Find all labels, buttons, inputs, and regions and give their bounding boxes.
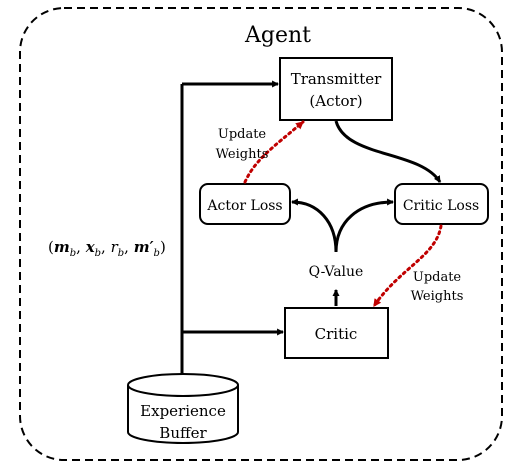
experience-buffer-node: Experience Buffer xyxy=(127,373,239,444)
transmitter-to-critic-loss-arrow xyxy=(334,120,442,183)
agent-title: Agent xyxy=(244,23,311,48)
critic-loss-label: Critic Loss xyxy=(403,198,479,214)
qvalue-to-actor-loss-arrow xyxy=(290,198,338,253)
critic-label: Critic xyxy=(315,325,358,343)
qvalue-to-critic-loss-arrow xyxy=(334,198,395,253)
buffer-label: Experience xyxy=(140,402,226,420)
critic-update-weights-arrow xyxy=(372,224,443,308)
actor-update-weights-arrow xyxy=(243,120,305,184)
actor-loss-label: Actor Loss xyxy=(206,198,282,214)
q-value-label: Q-Value xyxy=(309,264,364,280)
buffer-sublabel: Buffer xyxy=(159,424,207,442)
critic-node: Critic xyxy=(284,307,389,359)
transmitter-sublabel: (Actor) xyxy=(309,92,362,110)
critic-loss-node: Critic Loss xyxy=(394,183,489,225)
actor-update-weights-sublabel: Weights xyxy=(216,147,269,162)
actor-loss-node: Actor Loss xyxy=(199,183,291,225)
agent-boundary xyxy=(19,7,503,461)
transmitter-label: Transmitter xyxy=(291,70,382,88)
critic-update-weights-label: Update xyxy=(413,270,462,285)
experience-tuple-label: (mb, xb, rb, m′b) xyxy=(48,238,166,259)
actor-update-weights-label: Update xyxy=(218,127,267,142)
critic-update-weights-sublabel: Weights xyxy=(411,289,464,304)
transmitter-actor-node: Transmitter (Actor) xyxy=(279,57,393,121)
